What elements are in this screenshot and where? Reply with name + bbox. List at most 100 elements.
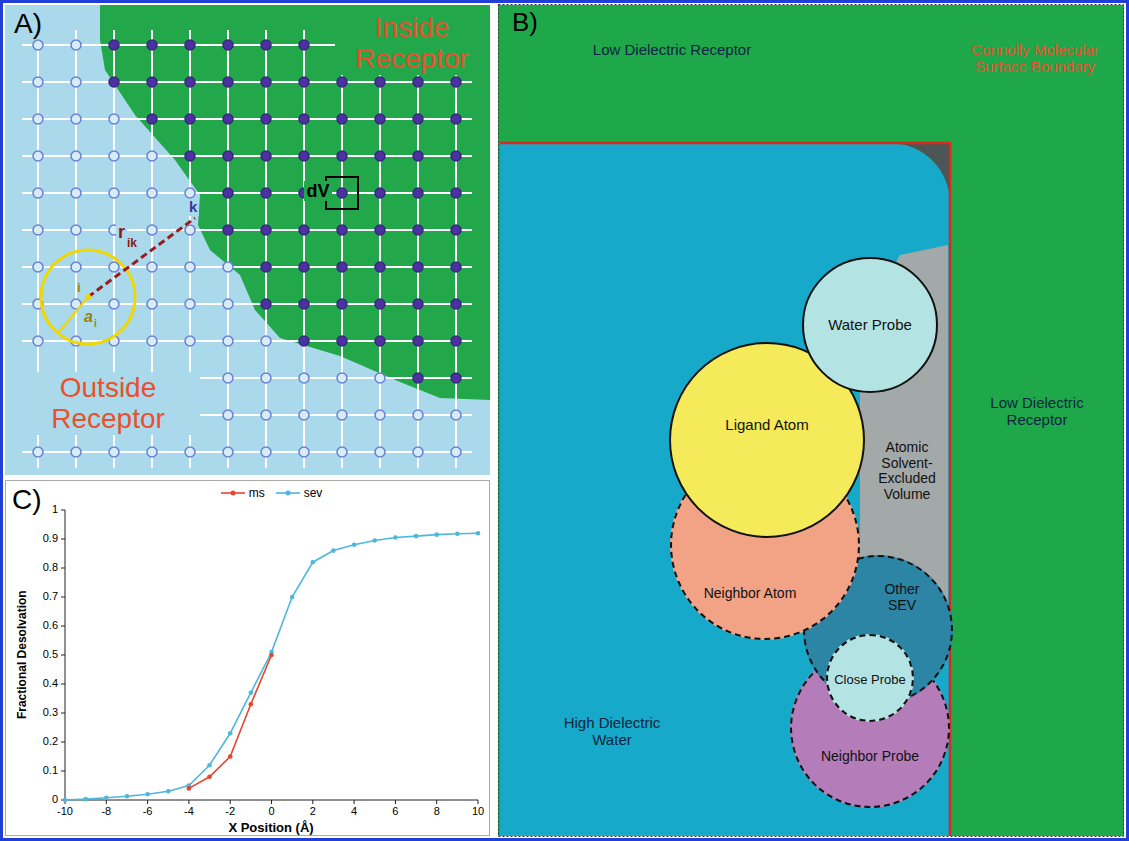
grid-point: [413, 151, 423, 161]
grid-line: [22, 81, 472, 83]
point-label: k: [187, 199, 199, 216]
molecular-surface-boundary: [500, 143, 950, 836]
grid-point: [451, 151, 461, 161]
grid-line: [265, 30, 267, 468]
volume-label: dV: [304, 181, 331, 201]
tick: [61, 568, 65, 569]
grid-point: [375, 447, 385, 457]
tick-label: -8: [101, 805, 111, 817]
region-label: Outside Receptor: [16, 372, 200, 435]
grid-point: [185, 336, 195, 346]
grid-point: [413, 188, 423, 198]
grid-point: [337, 188, 347, 198]
tick-label: 0.5: [43, 648, 58, 660]
grid-point: [147, 40, 157, 50]
tick-label: 1: [52, 503, 58, 515]
tick: [61, 655, 65, 656]
sev-marker: [372, 538, 377, 543]
grid-point: [337, 262, 347, 272]
tick-label: 10: [472, 805, 484, 817]
tick: [106, 800, 107, 804]
distance-label: r: [116, 222, 127, 242]
tick: [61, 626, 65, 627]
grid-point: [337, 225, 347, 235]
node-label: Other SEV: [876, 582, 928, 613]
grid-point: [147, 225, 157, 235]
tick-label: 0.2: [43, 735, 58, 747]
tick: [61, 597, 65, 598]
sev-marker: [166, 789, 171, 794]
grid-point: [71, 225, 81, 235]
grid-line: [22, 192, 472, 194]
grid-point: [261, 77, 271, 87]
ms-marker: [269, 653, 274, 658]
grid-point: [337, 77, 347, 87]
grid-point: [71, 188, 81, 198]
grid-point: [223, 373, 233, 383]
sev-marker: [311, 560, 316, 565]
tick-label: -6: [143, 805, 153, 817]
tick-label: 0.9: [43, 532, 58, 544]
grid-point: [413, 336, 423, 346]
grid-line: [22, 118, 472, 120]
grid-point: [223, 114, 233, 124]
tick: [230, 800, 231, 804]
legend-label: ms: [249, 486, 265, 500]
tick: [395, 800, 396, 804]
water-region: [5, 5, 490, 475]
grid-point: [375, 77, 385, 87]
ms-marker: [249, 702, 254, 707]
grid-point: [223, 40, 233, 50]
panel-letter: C): [12, 484, 42, 515]
grid-point: [451, 410, 461, 420]
panel-border: [499, 5, 1124, 837]
grid-point: [147, 299, 157, 309]
grid-point: [33, 151, 43, 161]
sev-marker: [455, 531, 460, 536]
grid-point: [375, 336, 385, 346]
tick-label: 8: [434, 805, 440, 817]
tick: [61, 539, 65, 540]
grid-point: [71, 114, 81, 124]
grid-point: [451, 225, 461, 235]
sev-marker: [434, 532, 439, 537]
legend-item: ms: [220, 486, 265, 500]
tick-label: -4: [184, 805, 194, 817]
tick: [271, 800, 272, 804]
grid-point: [147, 336, 157, 346]
grid-point: [33, 447, 43, 457]
grid-point: [71, 447, 81, 457]
tick-label: 2: [310, 805, 316, 817]
grid-point: [223, 299, 233, 309]
grid-point: [185, 114, 195, 124]
grid-point: [33, 40, 43, 50]
grid-point: [451, 336, 461, 346]
grid-point: [223, 77, 233, 87]
sev-marker: [125, 794, 130, 799]
grid-point: [337, 299, 347, 309]
atom-radius-circle: [41, 250, 135, 344]
node-label: Close Probe: [834, 673, 906, 688]
sev-line: [65, 533, 478, 800]
sev-marker: [63, 798, 68, 803]
grid-point: [147, 447, 157, 457]
legend-label: sev: [304, 486, 323, 500]
tick-label: 0.3: [43, 706, 58, 718]
radius-subscript: i: [94, 318, 97, 329]
grid-point: [223, 447, 233, 457]
grid-point: [109, 40, 119, 50]
grid-point: [375, 151, 385, 161]
grid-point: [261, 40, 271, 50]
grid-line: [22, 340, 472, 342]
distance-subscript: ik: [127, 237, 137, 250]
sev-marker: [290, 595, 295, 600]
tick: [478, 800, 479, 804]
grid-point: [299, 262, 309, 272]
grid-point: [451, 373, 461, 383]
region-label: Inside Receptor: [335, 12, 489, 75]
ms-marker: [207, 775, 212, 780]
grid-point: [299, 40, 309, 50]
grid-point: [185, 77, 195, 87]
tick-label: 0.1: [43, 764, 58, 776]
grid-point: [185, 188, 195, 198]
